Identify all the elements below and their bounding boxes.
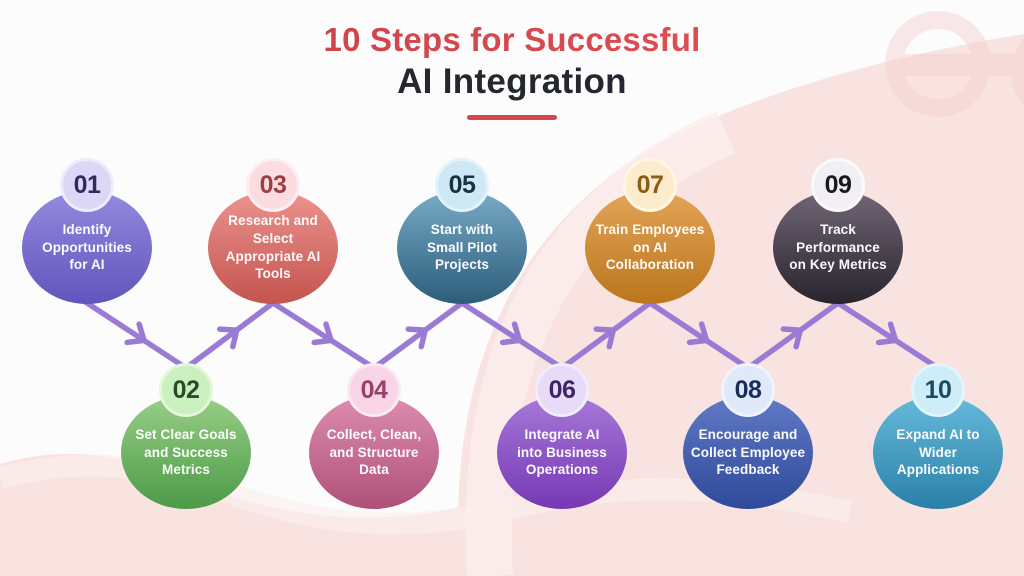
step-label: Identify Opportunities for AI xyxy=(42,221,132,273)
arrowhead-chevron-icon xyxy=(499,321,523,346)
step-number: 06 xyxy=(548,375,576,404)
arrowhead-chevron-icon xyxy=(875,321,899,346)
step-number: 04 xyxy=(360,375,388,404)
step-label: Train Employees on AI Collaboration xyxy=(595,221,705,273)
step-number-badge: 08 xyxy=(721,363,775,417)
step-number-badge: 05 xyxy=(435,158,489,212)
step-number-badge: 09 xyxy=(811,158,865,212)
step-bubble: Integrate AI into Business Operations 06 xyxy=(497,363,627,509)
step-bubble: Set Clear Goals and Success Metrics 02 xyxy=(121,363,251,509)
page-title: 10 Steps for Successful AI Integration xyxy=(0,21,1024,120)
step-bubble: Train Employees on AI Collaboration 07 xyxy=(585,158,715,304)
step-circle: Collect, Clean, and Structure Data xyxy=(309,396,439,509)
arrowhead-chevron-icon xyxy=(124,321,147,346)
connector-line xyxy=(551,289,668,377)
connector-line xyxy=(737,289,856,377)
step-number: 03 xyxy=(259,170,287,199)
step-number: 08 xyxy=(734,375,762,404)
background-pink-wave xyxy=(0,453,520,576)
step-number: 09 xyxy=(824,170,852,199)
step-label: Set Clear Goals and Success Metrics xyxy=(135,426,237,478)
arrowhead-chevron-icon xyxy=(686,321,710,346)
step-bubble: Encourage and Collect Employee Feedback … xyxy=(683,363,813,509)
step-bubble: Expand AI to Wider Applications 10 xyxy=(873,363,1003,509)
step-number-badge: 10 xyxy=(911,363,965,417)
step-bubble: Collect, Clean, and Structure Data 04 xyxy=(309,363,439,509)
step-number-badge: 06 xyxy=(535,363,589,417)
title-line-1: 10 Steps for Successful xyxy=(0,21,1024,58)
step-bubble: Identify Opportunities for AI 01 xyxy=(22,158,152,304)
arrowhead-chevron-icon xyxy=(216,326,240,350)
step-number: 01 xyxy=(73,170,101,199)
step-circle: Integrate AI into Business Operations xyxy=(497,396,627,509)
step-label: Research and Select Appropriate AI Tools xyxy=(225,212,321,282)
step-label: Track Performance on Key Metrics xyxy=(789,221,887,273)
step-number-badge: 02 xyxy=(159,363,213,417)
title-line-2: AI Integration xyxy=(397,62,627,102)
step-number: 07 xyxy=(636,170,664,199)
watermark-logo-icon xyxy=(885,11,1024,117)
step-bubble: Start with Small Pilot Projects 05 xyxy=(397,158,527,304)
step-label: Collect, Clean, and Structure Data xyxy=(326,426,422,478)
step-number: 02 xyxy=(172,375,200,404)
step-number-badge: 03 xyxy=(246,158,300,212)
step-label: Integrate AI into Business Operations xyxy=(517,426,607,478)
step-number-badge: 04 xyxy=(347,363,401,417)
title-underline xyxy=(467,114,557,120)
arrowhead-chevron-icon xyxy=(593,326,616,350)
connector-line xyxy=(363,289,480,377)
step-bubble: Research and Select Appropriate AI Tools… xyxy=(208,158,338,304)
arrowhead-chevron-icon xyxy=(405,326,428,350)
step-label: Expand AI to Wider Applications xyxy=(896,426,980,478)
step-bubble: Track Performance on Key Metrics 09 xyxy=(773,158,903,304)
step-label: Start with Small Pilot Projects xyxy=(426,221,498,273)
step-circle: Track Performance on Key Metrics xyxy=(773,191,903,304)
step-number-badge: 01 xyxy=(60,158,114,212)
arrowhead-chevron-icon xyxy=(311,321,334,346)
step-circle: Research and Select Appropriate AI Tools xyxy=(208,191,338,304)
step-number: 05 xyxy=(448,170,476,199)
arrowhead-chevron-icon xyxy=(780,326,804,350)
step-number-badge: 07 xyxy=(623,158,677,212)
step-number: 10 xyxy=(924,375,952,404)
step-label: Encourage and Collect Employee Feedback xyxy=(690,426,806,478)
connector-line xyxy=(175,289,291,377)
